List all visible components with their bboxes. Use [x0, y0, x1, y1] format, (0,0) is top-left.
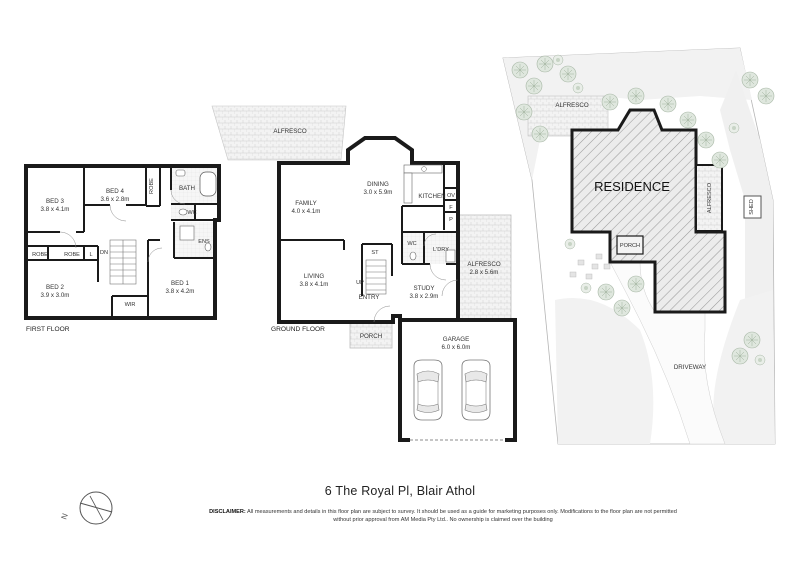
bed1-label: BED 1 [171, 280, 189, 287]
laundry-tub [445, 249, 456, 263]
stairs-up-label: UP [356, 280, 364, 286]
side-alfresco-size: 2.8 x 5.6m [470, 269, 499, 276]
bathtub [199, 171, 217, 197]
ground-wc-label: WC [407, 241, 416, 247]
disclaimer-label: DISCLAIMER: [209, 509, 246, 515]
ground-floor-internal-walls [279, 163, 458, 296]
stairs-down-label: DN [100, 250, 108, 256]
garage-size: 6.0 x 6.0m [442, 344, 471, 351]
garage-label: GARAGE [443, 336, 469, 343]
site-side-alfresco [695, 164, 723, 232]
oven-label: OV [447, 193, 455, 199]
ground-floor-doors [373, 233, 459, 323]
ensuite-shower [179, 225, 195, 241]
kitchen-sink [421, 166, 427, 172]
driveway-label: DRIVEWAY [674, 364, 706, 371]
dining-size: 3.0 x 5.9m [364, 189, 393, 196]
kitchen-label: KITCHEN [418, 193, 445, 200]
rear-alfresco-deck [211, 105, 347, 161]
disclaimer-line-1: All measurements and details in this flo… [247, 509, 677, 515]
first-floor-plan: BED 3 3.8 x 4.1m BED 4 3.6 x 2.8m ROBE B… [24, 164, 221, 333]
bed4-label: BED 4 [106, 188, 124, 195]
fridge-label: F [449, 205, 453, 211]
bed2-size: 3.9 x 3.0m [41, 292, 70, 299]
study-size: 3.8 x 2.9m [410, 293, 439, 300]
side-alfresco-label: ALFRESCO [467, 261, 501, 268]
pantry-label: P [449, 217, 453, 223]
car-right [461, 359, 491, 421]
disclaimer-line-2: without prior approval from AM Media Pty… [333, 517, 553, 523]
wir-label: WIR [125, 302, 136, 308]
storage-label: ST [371, 250, 379, 256]
garage-walls [398, 318, 517, 442]
bed3-label: BED 3 [46, 198, 64, 205]
porch-label: PORCH [360, 333, 382, 340]
site-alfresco-label: ALFRESCO [555, 102, 589, 109]
front-lawn-left [555, 298, 654, 444]
living-label: LIVING [304, 273, 324, 280]
study-label: STUDY [414, 285, 435, 292]
bed2-label: BED 2 [46, 284, 64, 291]
robe-mid-label: ROBE [64, 252, 80, 258]
first-floor-doors [59, 189, 186, 263]
ground-floor-outer-walls [277, 136, 460, 324]
entry-label: ENTRY [359, 294, 380, 301]
ensuite-toilet [204, 242, 212, 252]
ground-floor-caption: GROUND FLOOR [271, 326, 325, 333]
bath-label: BATH [179, 185, 195, 192]
front-lawn-right [713, 290, 775, 444]
ground-floor-windows [290, 162, 459, 323]
site-porch [616, 235, 644, 255]
car-left [413, 359, 443, 421]
compass-ring [79, 491, 113, 525]
bed4-size: 3.6 x 2.8m [101, 196, 130, 203]
robe-top-label: ROBE [149, 178, 155, 194]
site-plan: ALFRESCO RESIDENCE ALFRESCO SHED PORCH D… [502, 47, 776, 445]
ground-toilet [409, 251, 417, 261]
kitchen-bench [403, 164, 443, 174]
site-shed [743, 195, 762, 219]
site-side-alfresco-label: ALFRESCO [707, 182, 713, 213]
porch-deck [349, 321, 393, 349]
family-label: FAMILY [295, 200, 317, 207]
ground-floor-stairs [365, 259, 387, 295]
ensuite-label: ENS [198, 239, 210, 245]
north-compass: N [59, 491, 113, 525]
side-alfresco-deck [457, 214, 512, 320]
first-floor-internal-walls [26, 166, 219, 318]
first-wc-label: WC [187, 210, 196, 216]
site-shed-label: SHED [749, 199, 755, 215]
residence-label: RESIDENCE [594, 179, 670, 194]
compass-north-letter: N [59, 512, 70, 521]
site-porch-label: PORCH [620, 243, 640, 249]
first-floor-stairs [109, 239, 137, 285]
bed3-size: 3.8 x 4.1m [41, 206, 70, 213]
bath-basin [175, 169, 186, 177]
ground-wc-floor [402, 232, 424, 264]
first-floor-windows [36, 165, 205, 319]
dining-label: DINING [367, 181, 389, 188]
living-size: 3.8 x 4.1m [300, 281, 329, 288]
compass-needle [89, 495, 104, 521]
bed1-size: 3.8 x 4.2m [166, 288, 195, 295]
driveway-surface [609, 261, 726, 445]
kitchen-island [403, 172, 413, 204]
laundry-label: L'DRY [433, 247, 449, 253]
ground-floor-plan: ALFRESCO DINING 3.0 x 5.9m FAMILY 4.0 x … [211, 105, 517, 443]
residence-footprint [570, 108, 727, 314]
robe-left-label: ROBE [32, 252, 48, 258]
disclaimer: DISCLAIMER: All measurements and details… [148, 508, 738, 524]
first-floor-caption: FIRST FLOOR [26, 326, 70, 333]
linen-label: L [89, 252, 92, 258]
wc-toilet [178, 208, 188, 216]
stepping-stones [569, 253, 611, 280]
rear-alfresco-label: ALFRESCO [273, 128, 307, 135]
property-address: 6 The Royal Pl, Blair Athol [324, 484, 476, 498]
family-size: 4.0 x 4.1m [292, 208, 321, 215]
